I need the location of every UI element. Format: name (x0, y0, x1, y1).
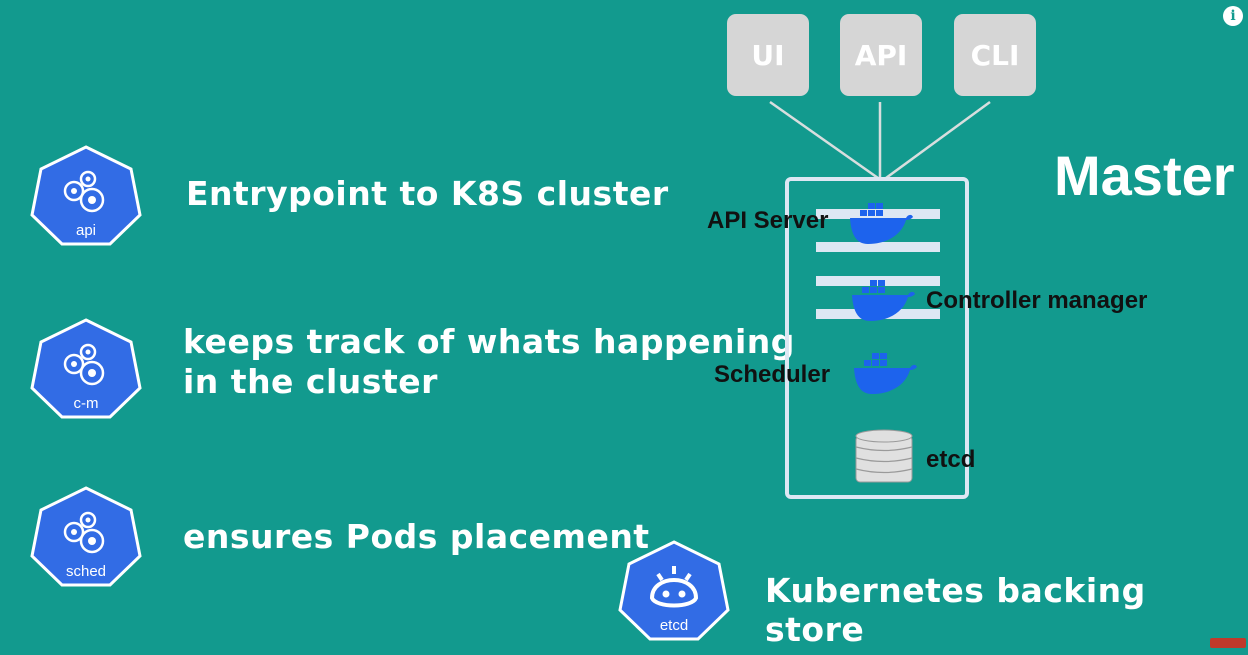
master-title: Master (1054, 144, 1235, 207)
info-icon[interactable]: i (1223, 6, 1243, 26)
api-badge-icon: api (30, 145, 142, 247)
controller-manager-label: Controller manager (926, 287, 1148, 314)
api-server-docker-icon (850, 203, 913, 244)
controller-manager-description-line2: in the cluster (183, 362, 438, 401)
etcd-label: etcd (926, 446, 976, 473)
controller-manager-docker-icon (852, 280, 915, 321)
api-server-label: API Server (707, 207, 829, 234)
client-cli-box: CLI (954, 14, 1036, 96)
api-description: Entrypoint to K8S cluster (186, 174, 669, 213)
master-node-frame (785, 177, 969, 499)
client-ui-box: UI (727, 14, 809, 96)
etcd-badge-icon: etcd (618, 540, 730, 642)
subscribe-badge[interactable] (1210, 638, 1246, 648)
api-server-bar-bottom (816, 242, 940, 252)
client-api-box: API (840, 14, 922, 96)
svg-text:api: api (76, 222, 96, 239)
scheduler-badge-icon: sched (30, 486, 142, 588)
etcd-database-icon (855, 429, 913, 483)
controller-manager-badge-icon: c-m (30, 318, 142, 420)
scheduler-description: ensures Pods placement (183, 517, 650, 556)
controller-manager-description-line1: keeps track of whats happening (183, 322, 795, 361)
scheduler-docker-icon (854, 353, 917, 394)
scheduler-label: Scheduler (714, 361, 831, 388)
etcd-store-description: Kubernetes backing store (765, 571, 1146, 649)
svg-text:c-m: c-m (74, 395, 99, 412)
svg-text:sched: sched (66, 563, 106, 580)
svg-text:etcd: etcd (660, 617, 688, 634)
